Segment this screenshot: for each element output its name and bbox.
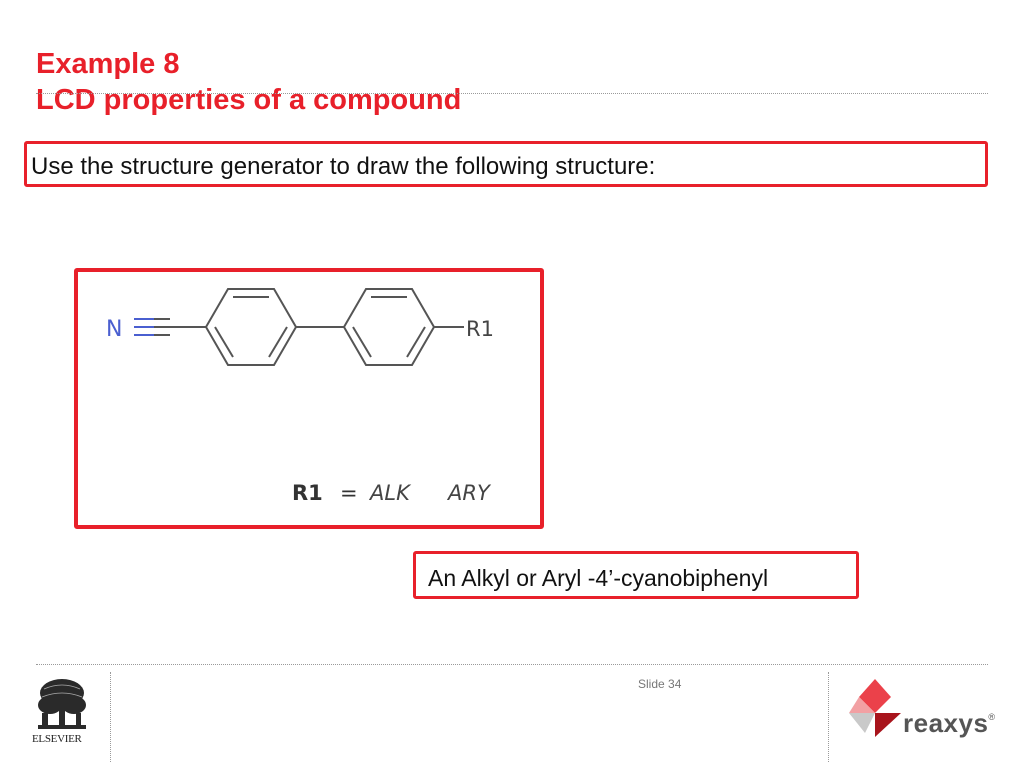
- ring-1-double-bonds: [214, 296, 288, 358]
- registered-mark: ®: [988, 712, 996, 722]
- nitrogen-label: N: [106, 317, 122, 342]
- footer-separator-right: [828, 672, 829, 762]
- reaxys-logo-text: reaxys®: [903, 708, 996, 738]
- title-line-1: Example 8: [36, 48, 180, 80]
- definition-equals: =: [340, 481, 358, 505]
- elsevier-logo-text: ELSEVIER: [32, 733, 82, 745]
- instruction-text: Use the structure generator to draw the …: [31, 153, 656, 180]
- header-divider: [36, 93, 988, 94]
- definition-symbol: R1: [292, 481, 323, 505]
- benzene-ring-2: [342, 288, 436, 366]
- reaxys-logo-mark: [849, 679, 901, 737]
- ring-2-double-bonds: [352, 296, 426, 358]
- caption-text: An Alkyl or Aryl -4’-cyanobiphenyl: [428, 565, 769, 591]
- benzene-ring-1: [204, 288, 298, 366]
- definition-option-ary: ARY: [446, 481, 492, 505]
- chemical-structure: N: [106, 288, 494, 505]
- triple-bond: [134, 318, 154, 336]
- caption-box: An Alkyl or Aryl -4’-cyanobiphenyl: [413, 551, 859, 599]
- title-line-2: LCD properties of a compound: [36, 84, 462, 116]
- definition-option-alk: ALK: [368, 481, 412, 505]
- r1-label: R1: [466, 317, 494, 341]
- structure-box: N: [74, 268, 544, 529]
- elsevier-tree-logo: [34, 677, 90, 731]
- slide-number: Slide 34: [638, 677, 682, 691]
- slide-title: Example 8 LCD properties of a compound: [36, 46, 461, 118]
- footer-divider: [36, 664, 988, 665]
- footer-separator-left: [110, 672, 111, 762]
- instruction-box: Use the structure generator to draw the …: [24, 141, 988, 187]
